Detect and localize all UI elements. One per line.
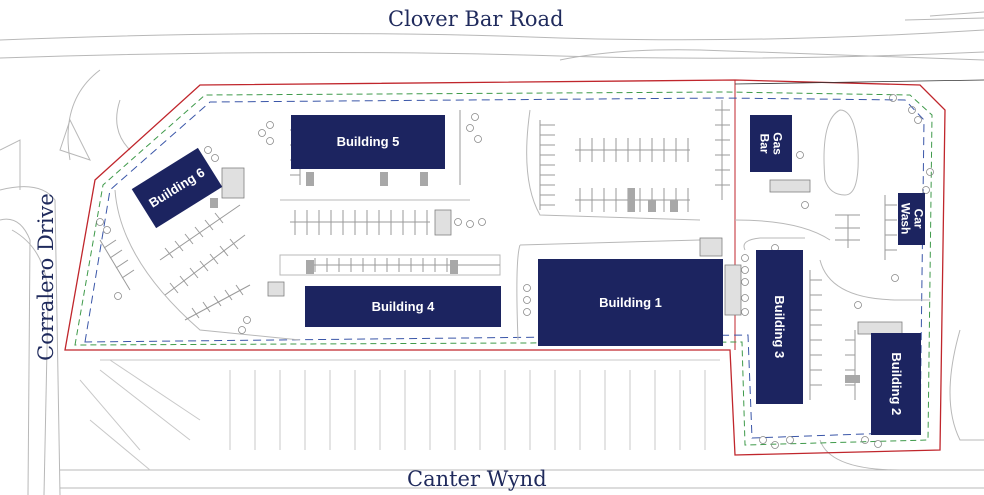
building-3[interactable]: Building 3: [756, 250, 803, 404]
road-edge: [559, 49, 984, 61]
building-5[interactable]: Building 5: [291, 115, 445, 169]
road-edge: [0, 139, 21, 190]
setback-line-green: [74, 91, 933, 446]
drive-aisle-curb: [743, 237, 805, 251]
south-parking-stalls: [79, 359, 720, 471]
drive-aisle-curb: [734, 219, 831, 241]
clover-bar-road-edge-north: [0, 29, 984, 41]
drive-aisle-curb: [519, 239, 701, 246]
car-wash-label: Car Wash: [898, 203, 926, 235]
drive-aisle-curb: [819, 259, 930, 301]
gas-bar-label: Gas Bar: [758, 132, 785, 155]
road-edge: [929, 11, 984, 17]
corralero-drive-edge: [0, 218, 31, 495]
parking-stalls: [99, 100, 897, 400]
building-2-label: Building 2: [888, 352, 904, 416]
road-curve: [949, 329, 984, 441]
corralero-drive-edge-west: [0, 186, 61, 495]
clover-bar-road-label: Clover Bar Road: [388, 7, 564, 31]
building-1[interactable]: Building 1: [538, 259, 723, 346]
building-3-label: Building 3: [772, 295, 788, 359]
gas-bar[interactable]: Gas Bar: [750, 115, 792, 172]
building-2[interactable]: Building 2: [871, 333, 921, 435]
road-curve: [819, 439, 984, 471]
hatched-areas: [221, 167, 903, 335]
clover-bar-road-edge-south: [0, 51, 984, 59]
building-5-label: Building 5: [336, 134, 400, 150]
landscaping-trees: [96, 94, 934, 449]
drive-aisle-curb: [516, 244, 521, 341]
road-edge: [904, 17, 984, 21]
drive-aisle-curb: [526, 109, 701, 221]
parking-island: [279, 254, 501, 276]
car-wash[interactable]: Car Wash: [898, 193, 925, 245]
building-4-label: Building 4: [371, 298, 435, 314]
building-4[interactable]: Building 4: [305, 286, 501, 327]
reference-line: [734, 79, 984, 85]
building-1-label: Building 1: [599, 294, 662, 310]
car-wash-queue-island: [823, 109, 859, 196]
drive-aisle-curb: [114, 189, 301, 341]
corralero-drive-label: Corralero Drive: [33, 193, 58, 361]
road-curve: [116, 99, 131, 151]
property-line: [64, 79, 946, 456]
road-curve: [67, 69, 101, 161]
corralero-drive-edge: [11, 229, 49, 495]
canter-wynd-label: Canter Wynd: [407, 467, 547, 491]
setback-line-blue: [84, 97, 925, 439]
traffic-island: [59, 118, 91, 161]
